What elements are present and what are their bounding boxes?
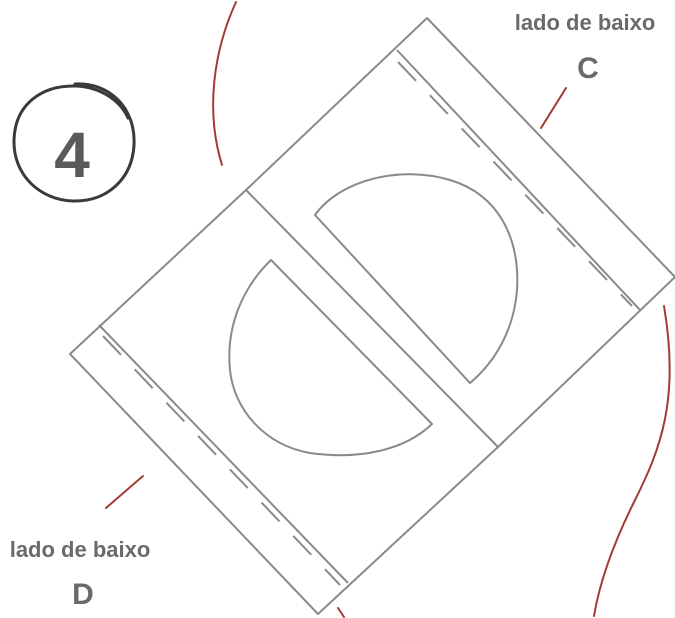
label-d-text: lado de baixo [10, 537, 151, 562]
pointer-line-d [105, 475, 144, 509]
center-fold-line [245, 189, 499, 448]
folded-paper-pattern-icon [69, 17, 675, 615]
label-c-text: lado de baixo [515, 10, 656, 35]
label-d-letter: D [72, 578, 94, 611]
pattern-outline [69, 17, 675, 615]
hand-drawn-circle-icon [12, 82, 136, 203]
label-c-letter: C [577, 52, 599, 85]
half-circle-cutout-upper [314, 173, 519, 384]
half-circle-cutout-lower [228, 259, 433, 457]
label-c: lado de baixo C [515, 10, 656, 85]
guide-curves [105, 1, 671, 618]
guide-curve-bottom-tip [337, 607, 345, 618]
inner-strip-line-bottom [98, 324, 349, 584]
inner-strip-line-top [396, 49, 641, 311]
guide-curve-right [593, 305, 671, 617]
pointer-line-c [540, 87, 567, 129]
dashed-seam-top [397, 61, 633, 307]
guide-curve-top-left [212, 1, 237, 166]
step-badge: 4 [12, 82, 136, 203]
dashed-seam-bottom [102, 335, 341, 586]
step-number: 4 [54, 119, 90, 191]
label-d: lado de baixo D [10, 537, 151, 611]
